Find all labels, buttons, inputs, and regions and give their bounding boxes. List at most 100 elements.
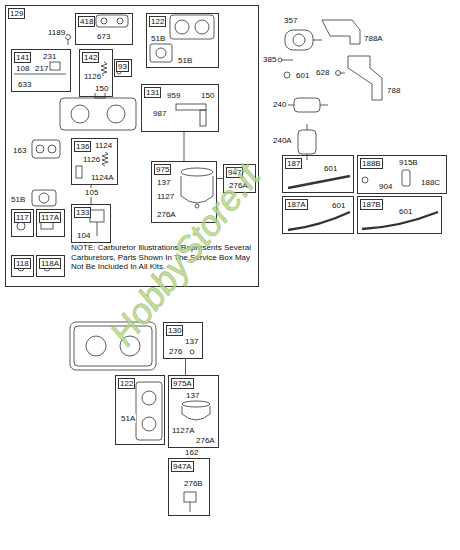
callout-number: 633 (17, 80, 32, 89)
carburetor-body (86, 336, 106, 356)
parts-box: 117A (36, 209, 65, 237)
box-tab: 975A (171, 378, 194, 389)
parts-box: 1421126150 (79, 49, 113, 97)
clip-art (402, 170, 410, 186)
callout-number: 1126 (83, 72, 102, 81)
callout-number: 276A (156, 210, 177, 219)
callout-number: 601 (331, 201, 346, 210)
needle-art (76, 166, 82, 178)
box-tab: 122 (118, 378, 135, 389)
box-tab: 187 (285, 158, 302, 169)
carburetor-body (60, 88, 136, 130)
callout-number: 959 (166, 91, 181, 100)
callout-number: 987 (152, 109, 167, 118)
box-tab: 117A (39, 212, 61, 223)
callout-number: 188C (420, 178, 441, 187)
callout-number: 673 (96, 32, 111, 41)
box-tab: 122 (149, 16, 166, 27)
parts-box: 141 231 217 108 633 (11, 49, 71, 92)
box-tab: 93 (116, 61, 129, 72)
gasket-art (96, 15, 128, 27)
fitting-art (176, 104, 206, 110)
carburetor-body (107, 105, 125, 123)
box-tab: 130 (166, 325, 183, 336)
callout-number: 51B (177, 56, 193, 65)
callout-number: 628 (315, 68, 330, 77)
callout-number: 137 (156, 178, 171, 187)
box-tab: 136 (74, 141, 91, 152)
box-tab: 133 (74, 207, 91, 218)
callout-number: 231 (42, 52, 57, 61)
float-bowl-art (182, 406, 210, 420)
gasket-art (195, 20, 209, 34)
callout-number: 1127 (156, 192, 175, 201)
fuel-hose-art (288, 212, 350, 230)
callout-number: 788A (363, 34, 384, 43)
box-tab: 187A (285, 199, 308, 210)
callout-number: 150 (94, 84, 109, 93)
box-tab: 117 (14, 212, 31, 223)
small-part-art (17, 222, 25, 230)
callout-number: 240A (272, 136, 293, 145)
fitting-art (176, 104, 206, 126)
float-bowl-art (181, 168, 213, 176)
fuel-filter-art (288, 105, 294, 106)
gasket-art (32, 140, 60, 206)
carburetor-body (60, 98, 136, 130)
fuel-pump-art (285, 30, 313, 50)
bracket-art (348, 56, 382, 100)
callout-number: 1189 (47, 28, 66, 37)
callout-number: 163 (12, 146, 27, 155)
callout-number: 162 (184, 448, 199, 457)
callout-number: 276B (183, 479, 204, 488)
box-tab: 129 (8, 8, 25, 19)
callout-number: 357 (283, 16, 298, 25)
parts-box: 187A 601 (282, 196, 354, 234)
parts-box: 131 959 150 987 (141, 84, 219, 132)
callout-number: 1124A (90, 173, 115, 182)
screw-art (336, 71, 341, 76)
box-tab: 141 (14, 52, 31, 63)
fuel-filter-art (307, 124, 308, 130)
screw-art (66, 35, 71, 46)
float-bowl-art (182, 401, 210, 407)
screw-art (284, 72, 290, 78)
callout-number: 788 (386, 86, 401, 95)
parts-box: 118A (36, 255, 65, 277)
box-tab: 131 (144, 87, 161, 98)
fuel-filter-art (320, 105, 328, 106)
callout-number: 276A (195, 436, 216, 445)
screw-art (66, 35, 71, 40)
gasket-art (32, 190, 56, 206)
gasket-art (36, 145, 44, 153)
parts-box: 975A1371127A276A (168, 375, 219, 448)
parts-box: 12251B51B (146, 13, 219, 68)
float-bowl-art (190, 502, 191, 512)
parts-box: 418673 (75, 13, 133, 45)
gasket-art (101, 18, 107, 24)
callout-number: 601 (398, 207, 413, 216)
fuel-pump-art (313, 40, 322, 41)
callout-number: 150 (200, 91, 215, 100)
callout-number: 217 (34, 64, 49, 73)
callout-number: 1126 (82, 155, 101, 164)
callout-number: 108 (15, 64, 30, 73)
callout-number: 137 (184, 337, 199, 346)
float-bowl-art (184, 492, 196, 502)
parts-box: 187B601 (357, 196, 442, 234)
box-tab: 947A (171, 461, 194, 472)
gasket-art (142, 417, 156, 431)
callout-number: 240 (272, 100, 287, 109)
callout-number: 137 (185, 391, 200, 400)
box-tab: 418 (78, 16, 95, 27)
parts-box: 117 (11, 209, 34, 237)
gasket-art (136, 382, 162, 440)
leader-line (185, 359, 186, 375)
box-tab: 118 (14, 258, 31, 269)
fuel-filter-art (288, 98, 328, 160)
gasket-art (32, 140, 60, 158)
parts-box: 118 (11, 255, 34, 277)
gasket-art (150, 15, 214, 62)
float-bowl-art (182, 401, 210, 512)
